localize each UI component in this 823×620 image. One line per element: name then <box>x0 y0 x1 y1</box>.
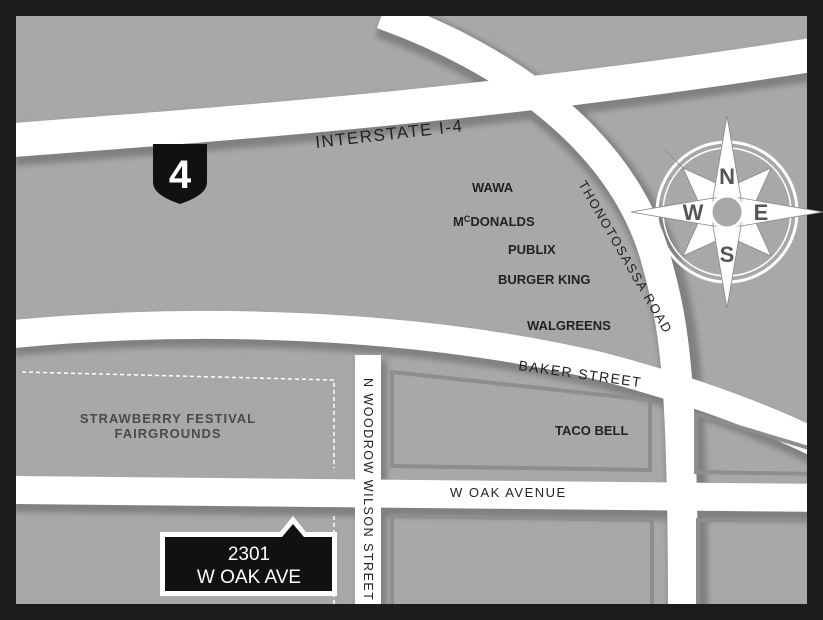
interstate-shield-icon: 4 <box>153 132 207 204</box>
oak-avenue-label: W OAK AVENUE <box>450 485 567 500</box>
wawa-label: WAWA <box>472 180 514 195</box>
compass-n: N <box>719 164 735 189</box>
publix-label: PUBLIX <box>508 242 556 257</box>
location-address-line1: 2301 <box>228 544 270 565</box>
walgreens-label: WALGREENS <box>527 318 611 333</box>
location-address-line2: W OAK AVE <box>197 567 301 588</box>
compass-w: W <box>683 200 704 225</box>
taco-bell-label: TACO BELL <box>555 423 628 438</box>
location-marker[interactable]: 2301 W OAK AVE <box>160 516 337 596</box>
interstate-shield-number: 4 <box>169 153 192 197</box>
mcdonalds-label: MCDONALDS <box>453 214 535 229</box>
oak-avenue-road <box>16 476 822 512</box>
roads <box>16 16 822 614</box>
woodrow-wilson-street-label: N WOODROW WILSON STREET <box>361 378 375 601</box>
compass-rose-icon: N E S W <box>630 115 823 309</box>
block-outlines <box>390 369 822 614</box>
baker-street-road <box>16 310 822 462</box>
interstate-road <box>16 36 822 157</box>
compass-s: S <box>720 242 735 267</box>
fairgrounds-label-line1: STRAWBERRY FESTIVAL <box>80 411 256 426</box>
thonotosassa-road <box>376 16 698 614</box>
compass-e: E <box>754 200 769 225</box>
fairgrounds-label-line2: FAIRGROUNDS <box>114 426 221 441</box>
burger-king-label: BURGER KING <box>498 272 590 287</box>
